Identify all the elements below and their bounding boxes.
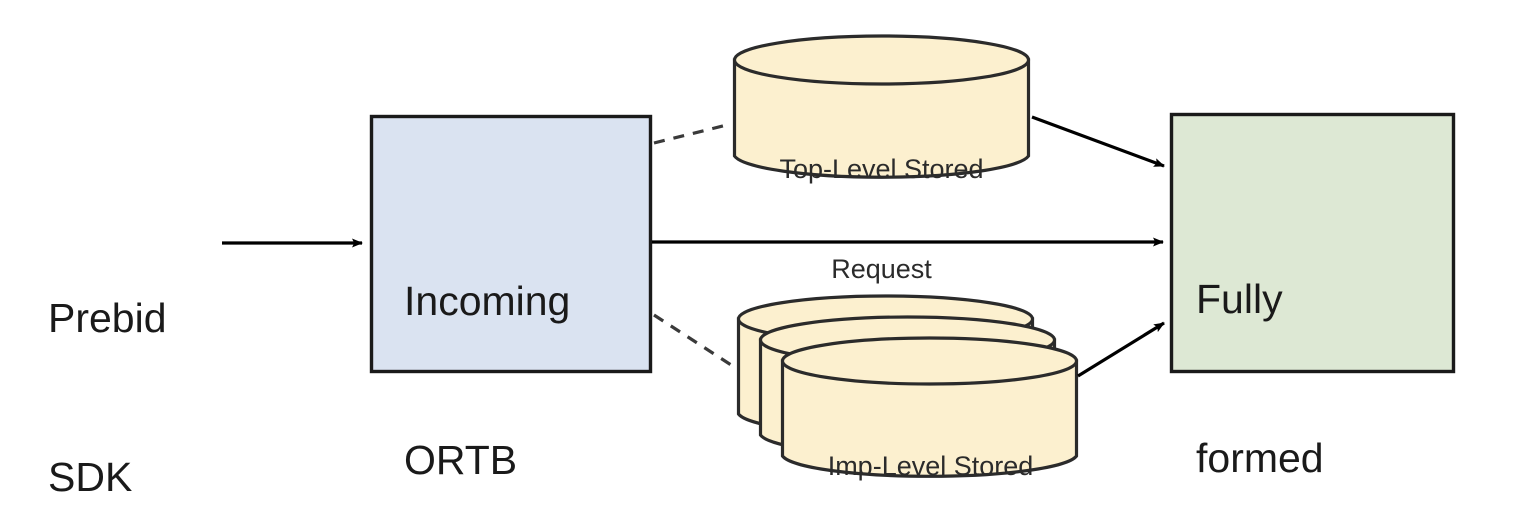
edge-skeleton-to-top-level-stored-request	[653, 122, 732, 145]
edge-imp-level-stored-requests-to-result	[1077, 321, 1165, 378]
node-top-level-stored-request[interactable]	[732, 34, 1031, 179]
node-imp-level-stored-requests[interactable]	[736, 294, 1079, 478]
node-fully-formed-ortb[interactable]	[1169, 112, 1456, 374]
result-box-shape	[1169, 112, 1456, 374]
top-db-cap-shape	[732, 34, 1031, 86]
skeleton-box-shape	[369, 114, 653, 374]
edge-top-level-stored-request-to-result	[1031, 115, 1165, 168]
edge-skeleton-to-imp-level-stored-requests	[653, 313, 743, 374]
top-db-body-shape	[732, 58, 1031, 179]
imp-db-cylinder-front	[780, 336, 1079, 478]
node-incoming-ortb-skeleton[interactable]	[369, 114, 653, 374]
